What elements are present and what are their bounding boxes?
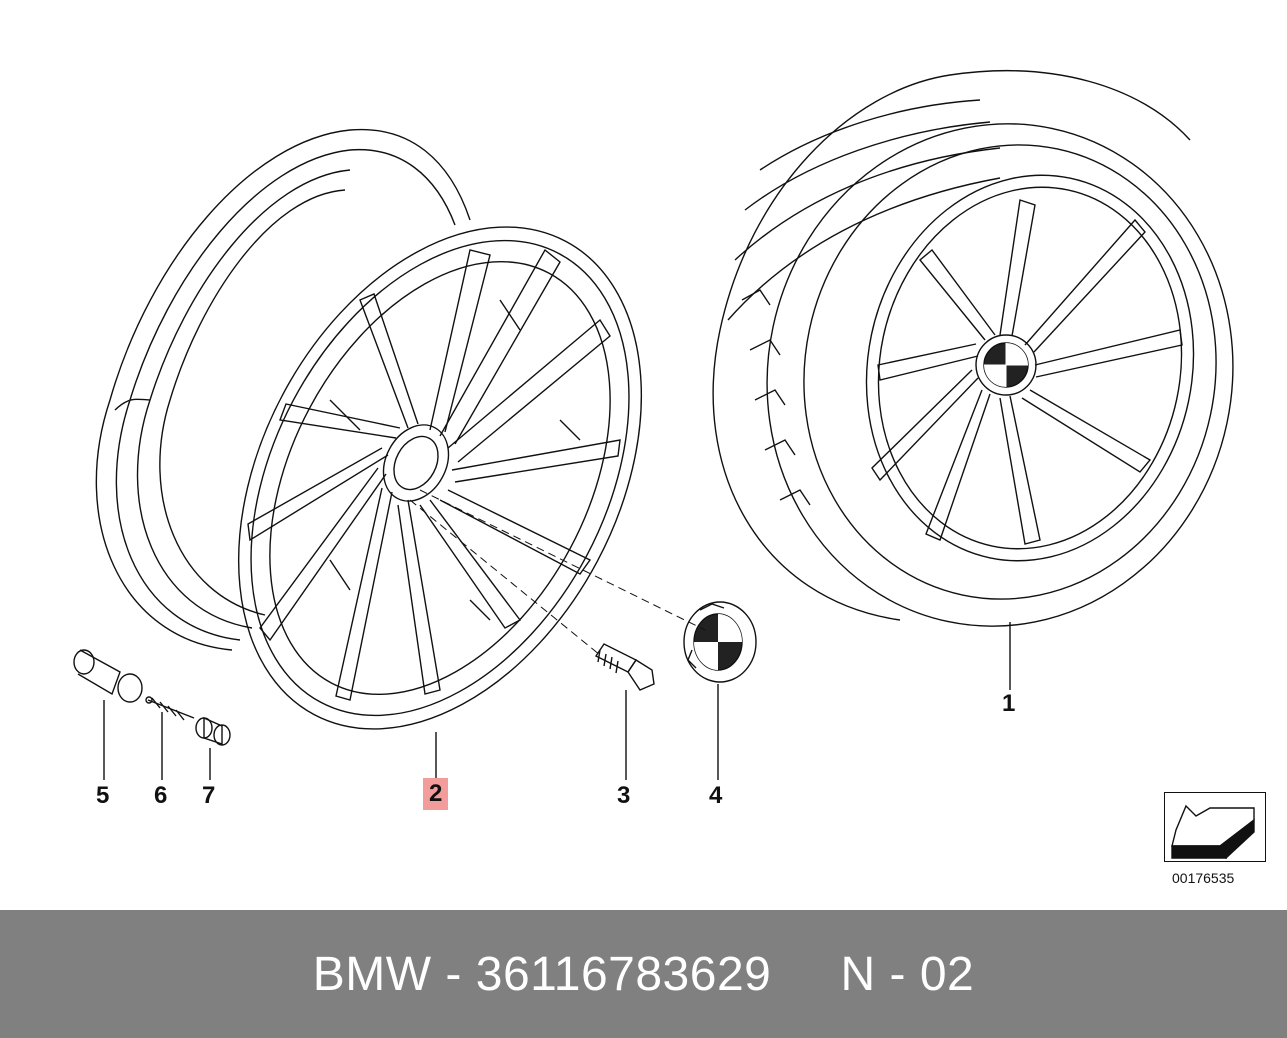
hub-cap-illustration: [683, 601, 757, 683]
callout-1[interactable]: 1: [1002, 690, 1016, 717]
reference-code: 00176535: [1172, 870, 1235, 886]
wheel-rim-illustration: [95, 128, 643, 730]
callout-2[interactable]: 2: [423, 778, 449, 810]
footer-bar: BMW - 36116783629 N - 02: [0, 910, 1287, 1038]
parts-diagram: [73, 70, 1255, 860]
valve-core-illustration: [145, 696, 195, 721]
valve-illustration: [73, 649, 143, 703]
part-number-caption: BMW - 36116783629 N - 02: [312, 947, 975, 1001]
callout-4[interactable]: 4: [709, 782, 723, 809]
wheel-bolt-illustration: [594, 643, 655, 691]
reference-arrow-icon: [1171, 804, 1255, 860]
callout-3[interactable]: 3: [617, 782, 631, 809]
valve-cap-illustration: [195, 716, 231, 746]
callout-6[interactable]: 6: [154, 782, 168, 809]
wheel-with-tire-illustration: [712, 70, 1234, 627]
callout-5[interactable]: 5: [96, 782, 110, 809]
callout-7[interactable]: 7: [202, 782, 216, 809]
reference-icon-box: [1164, 792, 1266, 862]
